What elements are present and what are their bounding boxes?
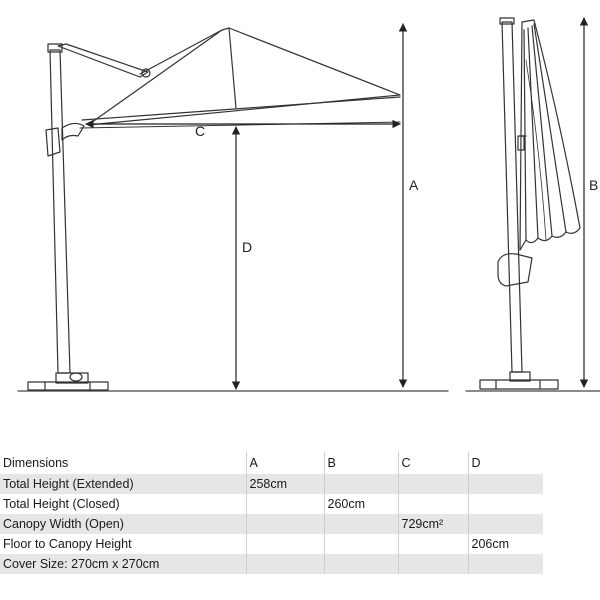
- table-cell: 260cm: [324, 494, 399, 514]
- table-cell: [398, 534, 469, 554]
- table-row: Cover Size: 270cm x 270cm: [0, 554, 543, 574]
- table-cell: [246, 514, 325, 534]
- table-cell: 258cm: [246, 474, 325, 494]
- table-cell: [468, 494, 543, 514]
- label-c: C: [195, 123, 205, 139]
- table-row: Canopy Width (Open) 729cm²: [0, 514, 543, 534]
- label-d: D: [242, 239, 252, 255]
- closed-canopy: [519, 19, 581, 251]
- crank-housing: [45, 127, 61, 157]
- table-cell: [468, 474, 543, 494]
- table-cell: [324, 554, 399, 574]
- table-cell: [324, 514, 399, 534]
- table-cell: [324, 474, 399, 494]
- table-header-cell: A: [246, 452, 325, 474]
- table-cell: 206cm: [471, 537, 510, 551]
- umbrella-pole: [49, 49, 71, 374]
- umbrella-canopy: [87, 27, 401, 126]
- closed-umbrella-base: [479, 379, 559, 390]
- table-cell: [468, 514, 543, 534]
- table-cell: [246, 494, 325, 514]
- table-cell: Total Height (Extended): [0, 474, 247, 494]
- table-header-cell: B: [324, 452, 399, 474]
- table-cell: Total Height (Closed): [0, 494, 247, 514]
- table-cell: [468, 554, 543, 574]
- label-b: B: [589, 177, 598, 193]
- umbrella-arm: [57, 43, 149, 78]
- table-cell: [398, 474, 469, 494]
- table-row: Floor to Canopy Height 206cm: [0, 534, 543, 554]
- closed-umbrella-pole: [501, 21, 523, 373]
- table-cell: Floor to Canopy Height: [0, 534, 247, 554]
- table-cell: [398, 494, 469, 514]
- table-header-cell: D: [471, 456, 481, 470]
- table-header-cell: C: [398, 452, 469, 474]
- table-cell: [398, 554, 469, 574]
- table-cell: [246, 534, 325, 554]
- table-cell: [246, 554, 325, 574]
- umbrella-base: [27, 381, 109, 391]
- open-umbrella: [27, 27, 401, 391]
- table-cell: 729cm²: [398, 514, 469, 534]
- table-row: Total Height (Closed) 260cm: [0, 494, 543, 514]
- table-cell: [324, 534, 399, 554]
- table-cell: Cover Size: 270cm x 270cm: [0, 554, 247, 574]
- table-header-cell: Dimensions: [0, 452, 247, 474]
- umbrella-dimension-diagram: C D A B: [17, 17, 600, 392]
- table-row: Total Height (Extended)258cm: [0, 474, 543, 494]
- label-a: A: [409, 177, 419, 193]
- closed-umbrella: [479, 17, 581, 390]
- table-cell: Canopy Width (Open): [0, 514, 247, 534]
